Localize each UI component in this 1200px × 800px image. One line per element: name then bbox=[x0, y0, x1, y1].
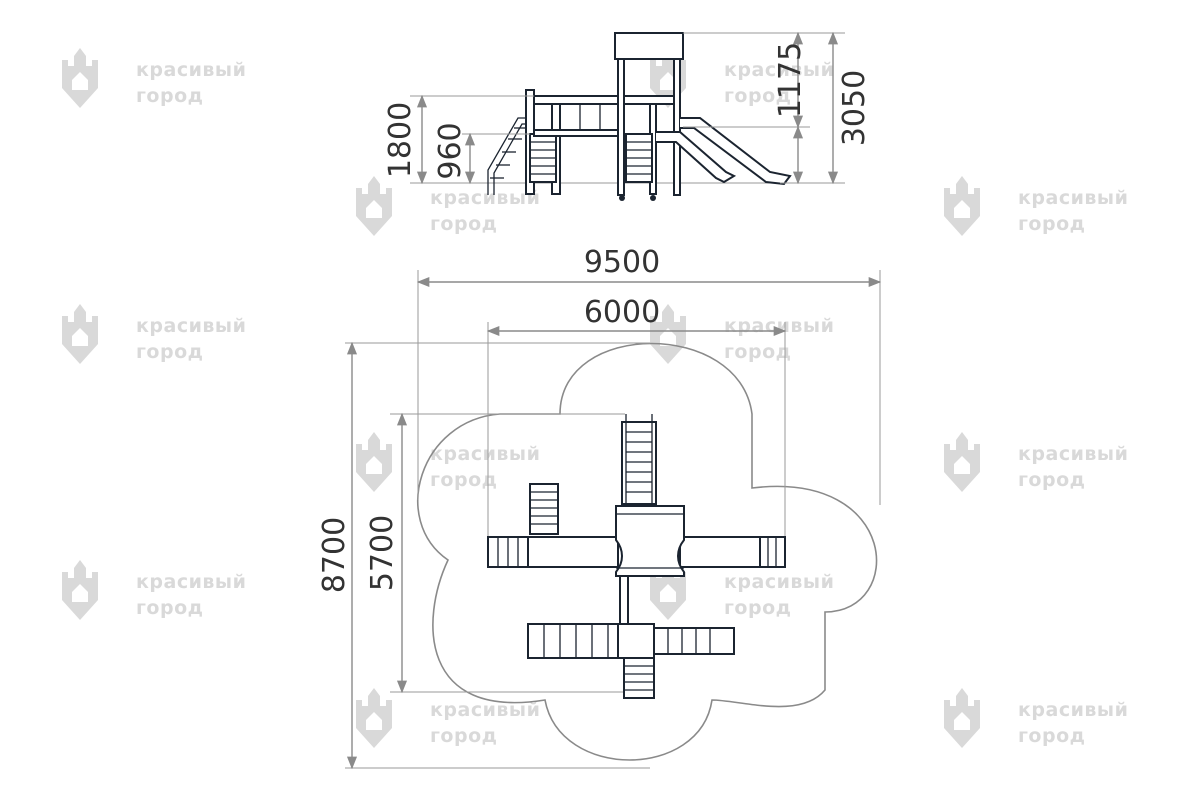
dim-roof-height: 1175 bbox=[773, 42, 808, 118]
plan-connector bbox=[619, 575, 629, 625]
watermark-line2: город bbox=[136, 85, 203, 107]
watermark: красивый город bbox=[650, 48, 834, 108]
watermark-line2: город bbox=[724, 597, 791, 619]
dim-equipment-depth: 5700 bbox=[365, 515, 400, 591]
watermark: красивый город bbox=[944, 688, 1128, 748]
roof-panel bbox=[614, 32, 684, 60]
watermark: красивый город bbox=[944, 176, 1128, 236]
side-stair-left bbox=[487, 117, 527, 195]
watermark-logo-icon bbox=[944, 432, 980, 492]
plan-walkway-lower bbox=[527, 623, 735, 659]
watermark: красивый город bbox=[944, 432, 1128, 492]
side-view: 3050 1175 1800 960 bbox=[383, 31, 872, 201]
watermark-logo-icon bbox=[62, 304, 98, 364]
watermark-line1: красивый bbox=[1018, 699, 1128, 721]
plan-climber-left bbox=[529, 483, 559, 535]
dim-platform-height: 1800 bbox=[383, 102, 418, 178]
side-tower-1 bbox=[525, 89, 561, 195]
watermark: красивый город bbox=[356, 176, 540, 236]
side-main-tower bbox=[614, 32, 684, 201]
watermark-line2: город bbox=[430, 469, 497, 491]
watermark-line2: город bbox=[1018, 469, 1085, 491]
watermark-line1: красивый bbox=[430, 443, 540, 465]
watermark-line1: красивый bbox=[136, 315, 246, 337]
watermark-line1: красивый bbox=[430, 187, 540, 209]
watermark-line1: красивый bbox=[724, 59, 834, 81]
watermark: красивый город bbox=[62, 48, 246, 108]
watermark: красивый город bbox=[650, 304, 834, 364]
watermark: красивый город bbox=[62, 304, 246, 364]
watermark-line2: город bbox=[1018, 725, 1085, 747]
watermark-logo-icon bbox=[944, 688, 980, 748]
watermark-line2: город bbox=[430, 725, 497, 747]
watermark-logo-icon bbox=[944, 176, 980, 236]
plan-ladder-bottom bbox=[623, 657, 655, 699]
side-bridge bbox=[533, 95, 621, 137]
watermark-logo-icon bbox=[62, 560, 98, 620]
watermark-line1: красивый bbox=[430, 699, 540, 721]
watermark-layer: красивый город красивый город красивый г… bbox=[62, 48, 1128, 748]
watermark-line2: город bbox=[724, 341, 791, 363]
plan-view: 9500 6000 8700 5700 bbox=[317, 245, 882, 770]
watermark-line1: красивый bbox=[136, 571, 246, 593]
watermark-line1: красивый bbox=[724, 571, 834, 593]
watermark-logo-icon bbox=[62, 48, 98, 108]
watermark-line2: город bbox=[724, 85, 791, 107]
watermark-logo-icon bbox=[356, 176, 392, 236]
watermark-line1: красивый bbox=[136, 59, 246, 81]
watermark-line2: город bbox=[1018, 213, 1085, 235]
dim-total-height: 3050 bbox=[837, 70, 872, 146]
dim-zone-width: 9500 bbox=[584, 245, 660, 280]
watermark-line2: город bbox=[430, 213, 497, 235]
watermark-line1: красивый bbox=[1018, 443, 1128, 465]
watermark-line2: город bbox=[136, 341, 203, 363]
watermark-line1: красивый bbox=[724, 315, 834, 337]
dim-zone-depth: 8700 bbox=[317, 517, 352, 593]
watermark-logo-icon bbox=[356, 432, 392, 492]
safety-zone-outline bbox=[417, 342, 878, 761]
watermark-line1: красивый bbox=[1018, 187, 1128, 209]
dim-equipment-width: 6000 bbox=[584, 295, 660, 330]
watermark: красивый город bbox=[650, 560, 834, 620]
plan-ladder-top bbox=[621, 414, 657, 505]
watermark: красивый город bbox=[356, 432, 540, 492]
watermark: красивый город bbox=[356, 688, 540, 748]
watermark-line2: город bbox=[136, 597, 203, 619]
plan-walkway-upper bbox=[487, 536, 786, 568]
watermark-logo-icon bbox=[356, 688, 392, 748]
plan-central-platform bbox=[615, 505, 685, 577]
dim-step-height: 960 bbox=[433, 122, 468, 179]
watermark: красивый город bbox=[62, 560, 246, 620]
